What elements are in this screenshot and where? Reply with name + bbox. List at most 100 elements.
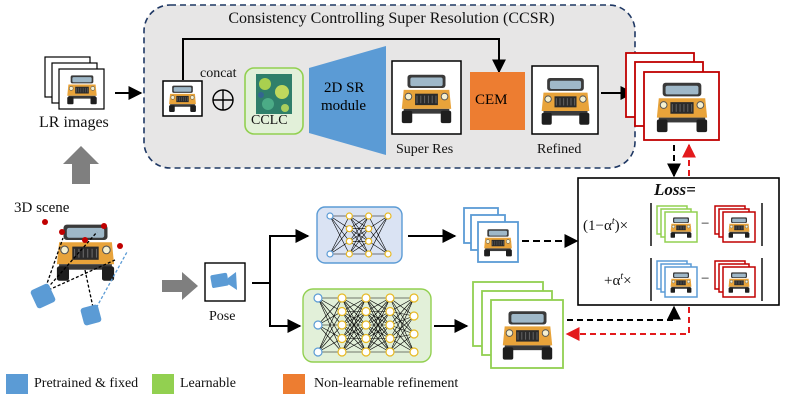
3d-scene-label: 3D scene: [14, 200, 70, 216]
loss-term2-coef: +αt×: [604, 271, 632, 289]
super-res-image: [391, 60, 462, 135]
mlp-node: [365, 225, 373, 233]
pose-to-learnable-arrow: [269, 283, 302, 333]
mlp-node: [313, 293, 323, 303]
mlp-edge: [341, 297, 367, 326]
mlp-node: [409, 293, 419, 303]
pose-box: [204, 262, 246, 302]
learnable-render-to-loss-arrow: [567, 305, 681, 321]
mlp-edge: [349, 215, 369, 229]
mlp-node: [361, 306, 371, 317]
mlp-edge: [365, 297, 391, 339]
mlp-node: [385, 320, 395, 330]
mlp-node: [385, 347, 395, 357]
mlp-edge: [368, 215, 389, 242]
refined-image: [531, 65, 599, 135]
mlp-node: [337, 347, 347, 357]
loss-term1-minus: −: [701, 216, 710, 232]
mlp-node: [326, 250, 334, 258]
mlp-edge: [368, 241, 389, 255]
mlp-edge: [329, 241, 350, 255]
legend-label-learnable: Learnable: [180, 376, 236, 391]
ccsr-output-stack: [625, 52, 720, 141]
loss-term2-minus: −: [701, 271, 710, 287]
pretrained-nerf-mlp: [316, 206, 403, 264]
mlp-node: [361, 320, 371, 330]
sr-module-block: [309, 46, 386, 155]
mlp-edge: [317, 324, 343, 353]
cem-label: CEM: [475, 92, 508, 108]
mlp-node: [409, 329, 419, 339]
mlp-node: [361, 333, 371, 344]
mlp-edge: [317, 311, 343, 353]
cclc-block: [244, 67, 304, 135]
super-res-label: Super Res: [396, 142, 454, 157]
mlp-node: [313, 320, 323, 330]
refined-label: Refined: [537, 142, 582, 157]
mlp-edge: [329, 215, 350, 242]
loss-term1-red-stack: [714, 205, 756, 243]
mlp-edge: [389, 315, 415, 353]
loss-title: Loss=: [654, 180, 696, 199]
mlp-node: [337, 320, 347, 330]
loss-term1-coef: (1−αt)×: [583, 216, 629, 234]
mlp-node: [409, 347, 419, 357]
mlp-node: [365, 237, 373, 245]
mlp-edge: [389, 324, 415, 353]
mlp-edge: [329, 228, 350, 255]
3d-scene-illustration: [30, 219, 128, 326]
sr-module-label-line1: 2D SR: [324, 80, 365, 96]
lr-input-thumbnail: [162, 80, 203, 117]
lr-images-label: LR images: [39, 114, 109, 131]
mlp-edge: [341, 324, 367, 353]
bypass-arrow: [182, 38, 506, 80]
mlp-edge: [341, 311, 367, 353]
legend-swatch-pretrained: [6, 374, 28, 394]
ccsr-title: Consistency Controlling Super Resolution…: [228, 10, 555, 27]
scene-to-pose-arrow: [162, 272, 198, 300]
mlp-edge: [317, 297, 343, 353]
mlp-edge: [368, 215, 389, 255]
mlp-node: [409, 311, 419, 321]
legend-label-nonlearnable: Non-learnable refinement: [314, 376, 459, 391]
concat-label: concat: [200, 66, 237, 81]
mlp-edge: [349, 241, 369, 255]
loss-term1-green-stack: [656, 205, 698, 243]
legend-swatch-learnable: [152, 374, 174, 394]
mlp-edge: [389, 297, 415, 335]
concat-operator-icon: [212, 89, 234, 111]
mlp-edge: [389, 297, 415, 353]
pose-label: Pose: [209, 309, 236, 324]
mlp-node: [337, 306, 347, 317]
mlp-node: [313, 347, 323, 357]
cem-block: [470, 72, 525, 130]
pose-to-pretrained-arrow: [252, 229, 310, 284]
mlp-edge: [368, 215, 389, 229]
cclc-label: CCLC: [251, 113, 288, 128]
mlp-edge: [368, 228, 389, 255]
mlp-node: [345, 225, 353, 233]
mlp-node: [385, 306, 395, 317]
mlp-edge: [349, 228, 369, 255]
legend-label-pretrained: Pretrained & fixed: [34, 376, 139, 391]
mlp-edge: [349, 215, 369, 255]
mlp-node: [365, 212, 373, 220]
mlp-edge: [365, 297, 391, 353]
mlp-edge: [365, 311, 391, 353]
mlp-node: [337, 333, 347, 344]
mlp-edge: [341, 297, 367, 353]
mlp-node: [385, 293, 395, 303]
sr-module-label-line2: module: [321, 98, 366, 114]
mlp-node: [384, 250, 392, 258]
mlp-edge: [341, 297, 367, 339]
pretrained-render-stack: [463, 207, 519, 263]
learnable-nerf-mlp: [302, 288, 432, 363]
mlp-edge: [329, 215, 350, 255]
loss-term2-red-stack: [714, 260, 756, 298]
mlp-node: [345, 212, 353, 220]
mlp-edge: [389, 297, 415, 317]
mlp-edge: [389, 311, 415, 335]
mlp-edge: [389, 315, 415, 339]
scene-to-lr-arrow: [63, 146, 99, 184]
mlp-node: [361, 347, 371, 357]
